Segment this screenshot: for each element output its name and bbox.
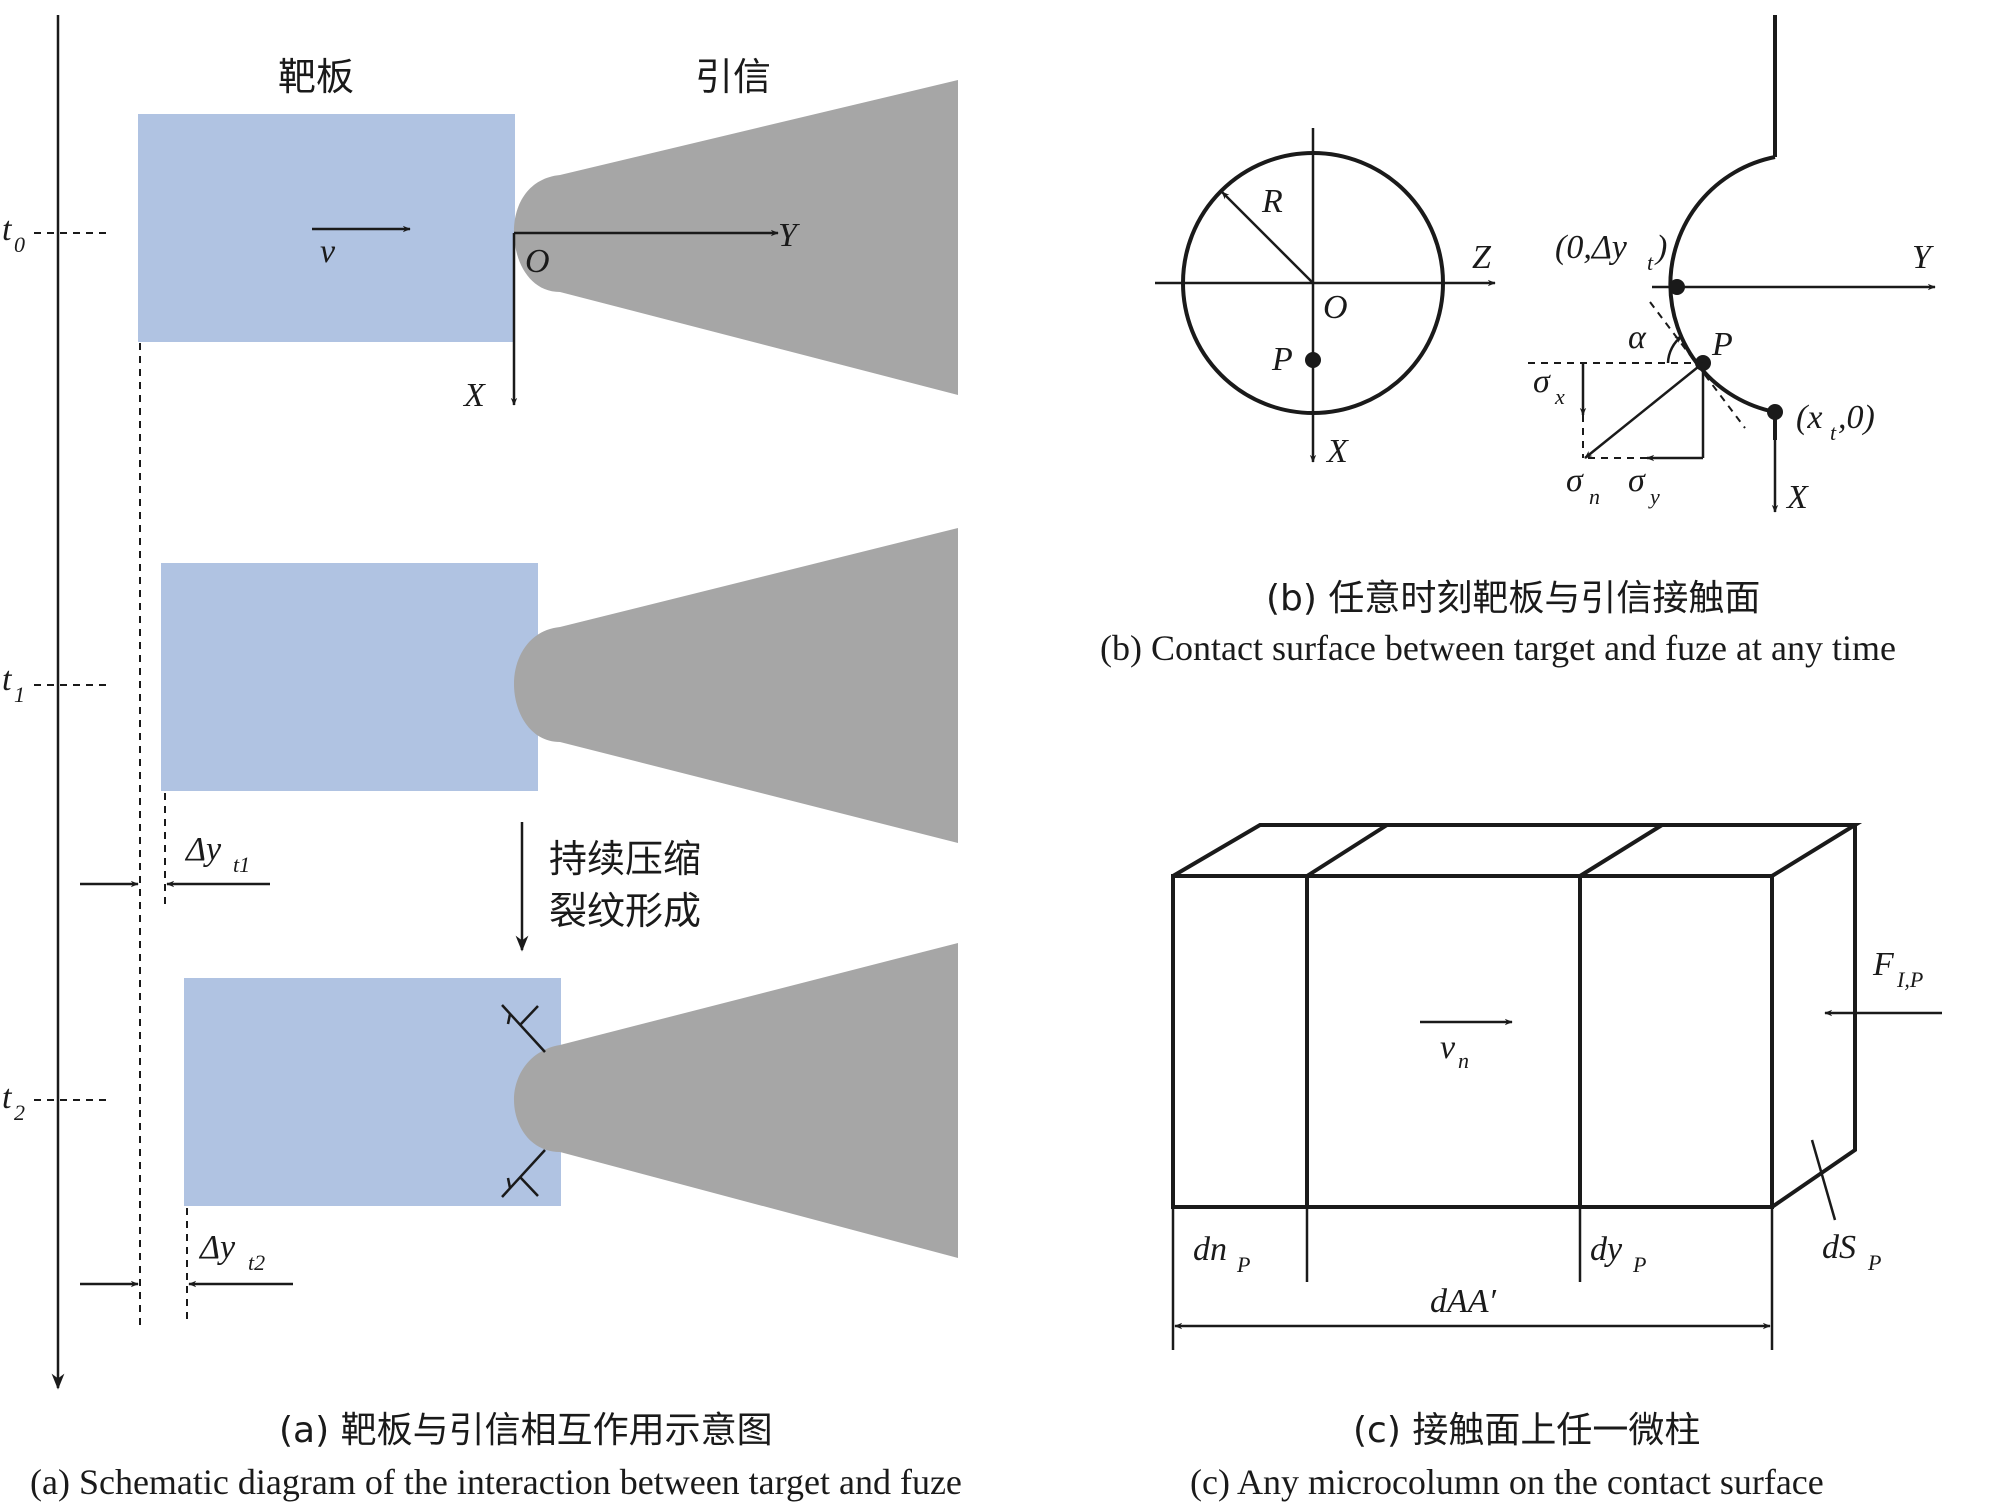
point-right-sub: t [1830, 420, 1837, 445]
divider-left-top [1305, 823, 1389, 878]
origin-label-b: O [1323, 289, 1348, 326]
time-label-t1-sub: 1 [14, 682, 25, 707]
axis-y-label-b: Y [1912, 239, 1934, 276]
contact-surface-arc [1668, 155, 1776, 414]
velocity-sub-c: n [1458, 1048, 1469, 1073]
point-right-label: (x [1796, 399, 1822, 436]
delta-y2-label: Δy [198, 1229, 236, 1266]
crack-bottom [501, 1149, 546, 1198]
velocity-label-c: v [1440, 1029, 1456, 1066]
point-right [1767, 404, 1783, 420]
process-line2: 裂纹形成 [549, 889, 701, 933]
panel-a: t 0 t 1 t 2 靶板 引信 v Y X O 持续压缩 裂纹形成 [2, 15, 962, 1502]
sigma-y-sub: y [1648, 484, 1660, 509]
axis-x-label-b-right: X [1785, 479, 1809, 516]
point-p-label-right: P [1711, 326, 1733, 363]
dn-label: dn [1193, 1231, 1227, 1268]
time-label-t2-sub: 2 [14, 1100, 25, 1125]
fuze-t2 [514, 943, 958, 1258]
sigma-n-arrow [1584, 362, 1704, 459]
ds-leader [1810, 1139, 1837, 1221]
delta-y2-sub: t2 [248, 1250, 265, 1275]
caption-c-en: (c) Any microcolumn on the contact surfa… [1190, 1462, 1824, 1502]
block-front [1171, 874, 1774, 1209]
fuze-t0 [514, 80, 958, 395]
dy-label: dy [1590, 1231, 1623, 1268]
ds-sub: P [1867, 1250, 1881, 1275]
time-label-t0: t [2, 211, 13, 248]
panel-c: v n F I,P dS P dn P dy P dAA′ (c) 接触面上任一… [1171, 823, 1942, 1502]
point-right-end: ,0) [1838, 399, 1875, 436]
target-plate-t1 [161, 563, 538, 791]
process-line1: 持续压缩 [549, 837, 701, 881]
time-label-t1: t [2, 661, 13, 698]
alpha-label: α [1628, 319, 1647, 356]
crack-top [501, 1004, 546, 1053]
radius-label: R [1261, 183, 1283, 220]
force-label: F [1872, 946, 1895, 983]
caption-c-cn: (c) 接触面上任一微柱 [1353, 1410, 1700, 1451]
divider-right-top [1578, 823, 1664, 878]
caption-a-en: (a) Schematic diagram of the interaction… [30, 1462, 962, 1502]
velocity-label-t0: v [320, 233, 336, 270]
dy-sub: P [1632, 1252, 1646, 1277]
sigma-n-sub: n [1589, 484, 1600, 509]
axis-x-label-a: X [462, 377, 486, 414]
caption-b-en: (b) Contact surface between target and f… [1100, 628, 1896, 668]
caption-b-cn: (b) 任意时刻靶板与引信接触面 [1266, 578, 1760, 619]
caption-a-cn: (a) 靶板与引信相互作用示意图 [279, 1410, 773, 1451]
time-label-t2: t [2, 1079, 13, 1116]
alpha-arc [1666, 334, 1683, 364]
fuze-t1 [514, 528, 958, 843]
time-label-t0-sub: 0 [14, 232, 25, 257]
point-p-left [1305, 352, 1321, 368]
axis-x-label-b-left: X [1325, 433, 1349, 470]
force-sub: I,P [1896, 967, 1923, 992]
point-top [1669, 279, 1685, 295]
block-top [1171, 823, 1863, 878]
ds-label: dS [1822, 1229, 1856, 1266]
block-side [1770, 825, 1857, 1209]
point-top-sub: t [1647, 250, 1654, 275]
axis-y-label-a: Y [778, 217, 800, 254]
sigma-y-label: σ [1628, 462, 1646, 499]
label-fuze: 引信 [695, 55, 771, 99]
daa-label: dAA′ [1430, 1283, 1497, 1320]
point-top-end: ) [1654, 229, 1667, 266]
sigma-x-sub: x [1554, 384, 1565, 409]
origin-label-a: O [525, 243, 550, 280]
axis-z-label: Z [1472, 239, 1492, 276]
point-top-label: (0,Δy [1555, 229, 1628, 266]
point-p-label-left: P [1271, 341, 1293, 378]
dn-sub: P [1236, 1252, 1250, 1277]
panel-b: Z X R O P X Y (0,Δy t ) (x t ,0) P α [1100, 15, 1936, 668]
tangent-line [1649, 301, 1746, 429]
radius-arrow [1221, 191, 1314, 284]
label-target: 靶板 [278, 55, 354, 99]
sigma-x-label: σ [1533, 363, 1551, 400]
target-plate-t2 [184, 978, 561, 1206]
delta-y1-label: Δy [184, 831, 222, 868]
delta-y1-sub: t1 [233, 852, 250, 877]
sigma-n-label: σ [1566, 462, 1584, 499]
